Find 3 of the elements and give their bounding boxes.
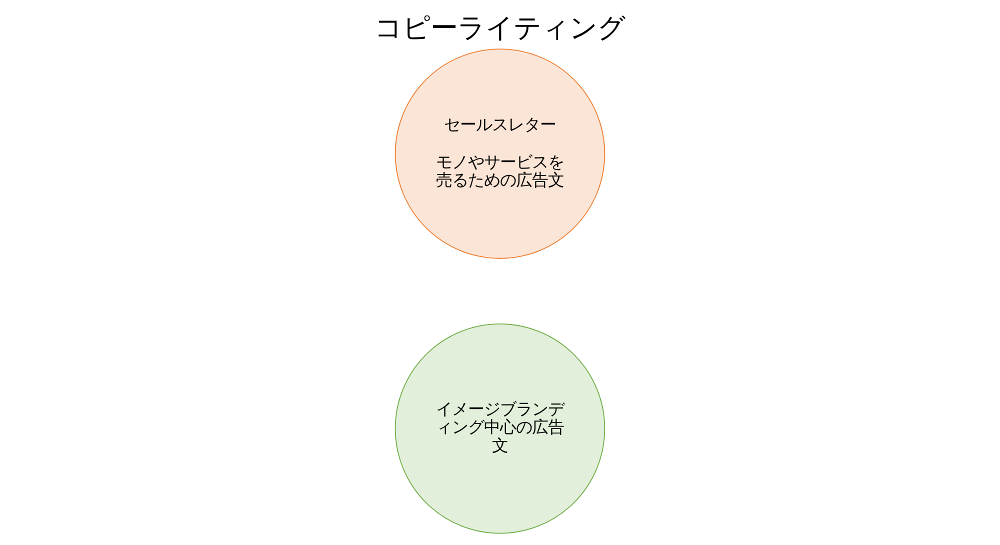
diagram-title: コピーライティング	[374, 13, 626, 44]
node-circle: セールスレター モノやサービスを売るための広告文	[394, 48, 606, 259]
node-circle: イメージブランディング中心の広告文	[394, 323, 606, 534]
